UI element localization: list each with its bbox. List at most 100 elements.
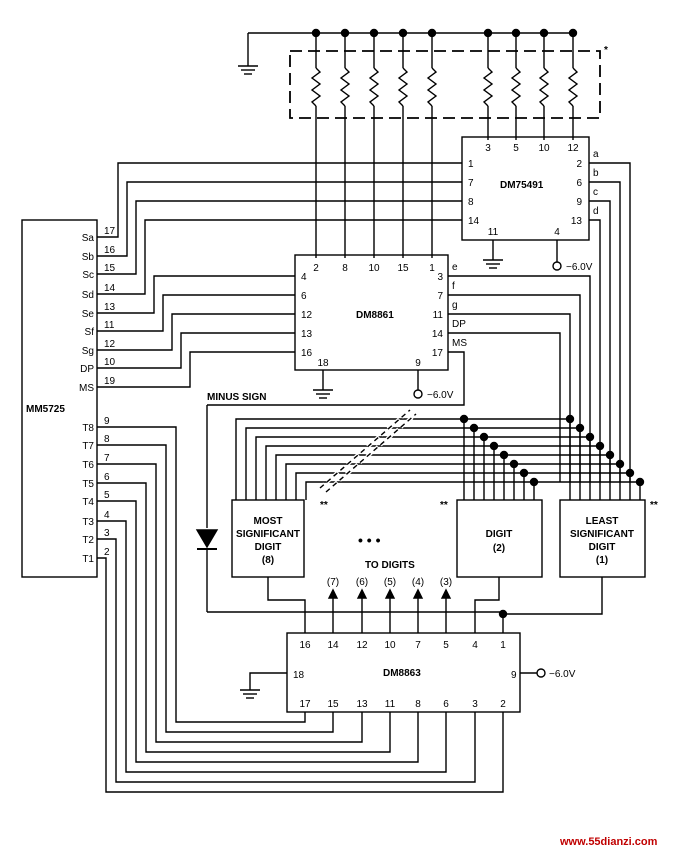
dm8861-supply: −6.0V	[427, 390, 454, 401]
wire	[97, 426, 306, 723]
mm5725-pin-T7: T7	[82, 441, 94, 452]
dm75491-pin-6: 6	[576, 178, 582, 189]
supply-terminal	[536, 668, 546, 678]
bus-break-mark	[319, 409, 417, 493]
wire	[275, 454, 504, 500]
wire	[207, 351, 465, 406]
dm8863-pin-5: 5	[443, 640, 449, 651]
chip-dm75491-name: DM75491	[500, 180, 544, 191]
mm5725-pin-num-12: 12	[104, 339, 116, 350]
junction-dot	[511, 28, 521, 38]
dm8863-pin-3: 3	[472, 699, 478, 710]
junction-dot	[459, 414, 469, 424]
resistor-9	[567, 67, 579, 107]
supply-terminal	[413, 389, 423, 399]
wire	[448, 332, 561, 482]
dm75491-pin-12: 12	[567, 143, 579, 154]
junction-dot	[499, 450, 509, 460]
digit-least-significant: LEAST SIGNIFICANT DIGIT (1)	[559, 499, 646, 578]
junction-dot	[398, 28, 408, 38]
digit-number-4: (4)	[412, 577, 424, 588]
digit-arrow	[327, 588, 339, 599]
dm75491-pin-14: 14	[468, 216, 480, 227]
dm8863-pin-12: 12	[356, 640, 368, 651]
digit-most-line3: DIGIT	[255, 542, 282, 553]
junction-dot	[427, 28, 437, 38]
dm75491-seg-d: d	[593, 206, 599, 217]
dm8861-pin-3: 3	[437, 272, 443, 283]
wire	[589, 181, 621, 482]
mm5725-pin-num-10: 10	[104, 357, 116, 368]
resistor-network	[238, 32, 601, 119]
mm5725-pin-num-2: 2	[104, 547, 110, 558]
wire	[97, 275, 295, 314]
mm5725-pin-Sc: Sc	[82, 270, 94, 281]
dm8863-pin-7: 7	[415, 640, 421, 651]
digit-number-1: (7)	[327, 577, 339, 588]
watermark: www.55dianzi.com	[559, 836, 658, 848]
mm5725-pin-num-4: 4	[104, 510, 110, 521]
junction-dot	[595, 441, 605, 451]
mm5725-pin-Sd: Sd	[82, 290, 94, 301]
junction-dot	[498, 609, 508, 619]
digit-arrow	[412, 588, 424, 599]
dm8861-pin-7: 7	[437, 291, 443, 302]
dm8863-pin-15: 15	[327, 699, 339, 710]
dm75491-pin-8: 8	[468, 197, 474, 208]
dm8861-seg-g: g	[452, 300, 458, 311]
dm75491-pin-7: 7	[468, 178, 474, 189]
dm8861-pin-18: 18	[317, 358, 329, 369]
note-double-star-2: **	[440, 500, 448, 511]
mm5725-pin-num-17: 17	[104, 226, 116, 237]
junction-dot	[509, 459, 519, 469]
dm75491-pin-5: 5	[513, 143, 519, 154]
junction-dot	[575, 423, 585, 433]
mm5725-pin-num-5: 5	[104, 490, 110, 501]
to-digits-label: TO DIGITS	[365, 560, 415, 571]
mm5725-pin-Sa: Sa	[82, 233, 95, 244]
junction-dot	[568, 28, 578, 38]
note-double-star-1: **	[320, 500, 328, 511]
digit-most-line2: SIGNIFICANT	[236, 529, 300, 540]
junction-dot	[529, 477, 539, 487]
dm75491-seg-c: c	[593, 187, 598, 198]
dm75491-pin-13: 13	[571, 216, 583, 227]
resistor-7	[510, 67, 522, 107]
chip-mm5725-name: MM5725	[26, 404, 65, 415]
dm8861-pin-13: 13	[301, 329, 313, 340]
wire	[295, 472, 524, 500]
mm5725-pin-T5: T5	[82, 479, 94, 490]
resistor-1	[310, 67, 322, 107]
wire	[97, 200, 462, 275]
digit-arrow	[384, 588, 396, 599]
digit-arrow	[440, 588, 452, 599]
digit-least-line2: SIGNIFICANT	[570, 529, 634, 540]
wire	[97, 181, 462, 257]
wire	[97, 557, 504, 793]
junction-dot	[519, 468, 529, 478]
resistor-5	[426, 67, 438, 107]
wire	[589, 162, 631, 482]
wire	[97, 162, 462, 238]
junction-dot	[479, 432, 489, 442]
junction-dot	[585, 432, 595, 442]
mm5725-pin-num-16: 16	[104, 245, 116, 256]
mm5725-pin-T2: T2	[82, 535, 94, 546]
dm75491-pin-9: 9	[576, 197, 582, 208]
dm75491-pin-1: 1	[468, 159, 474, 170]
dm8861-pin-14: 14	[432, 329, 444, 340]
junction-dot	[483, 28, 493, 38]
supply-terminal	[552, 261, 562, 271]
mm5725-pin-num-13: 13	[104, 302, 116, 313]
ellipsis: • • •	[358, 532, 381, 548]
wire	[97, 500, 419, 763]
wire	[97, 520, 447, 773]
dm75491-pin-10: 10	[538, 143, 550, 154]
junction-dot	[635, 477, 645, 487]
wire	[448, 294, 581, 482]
mm5725-pin-Sf: Sf	[85, 327, 95, 338]
dm8861-pin-15: 15	[397, 263, 409, 274]
mm5725-pin-num-19: 19	[104, 376, 116, 387]
wire	[502, 577, 603, 633]
